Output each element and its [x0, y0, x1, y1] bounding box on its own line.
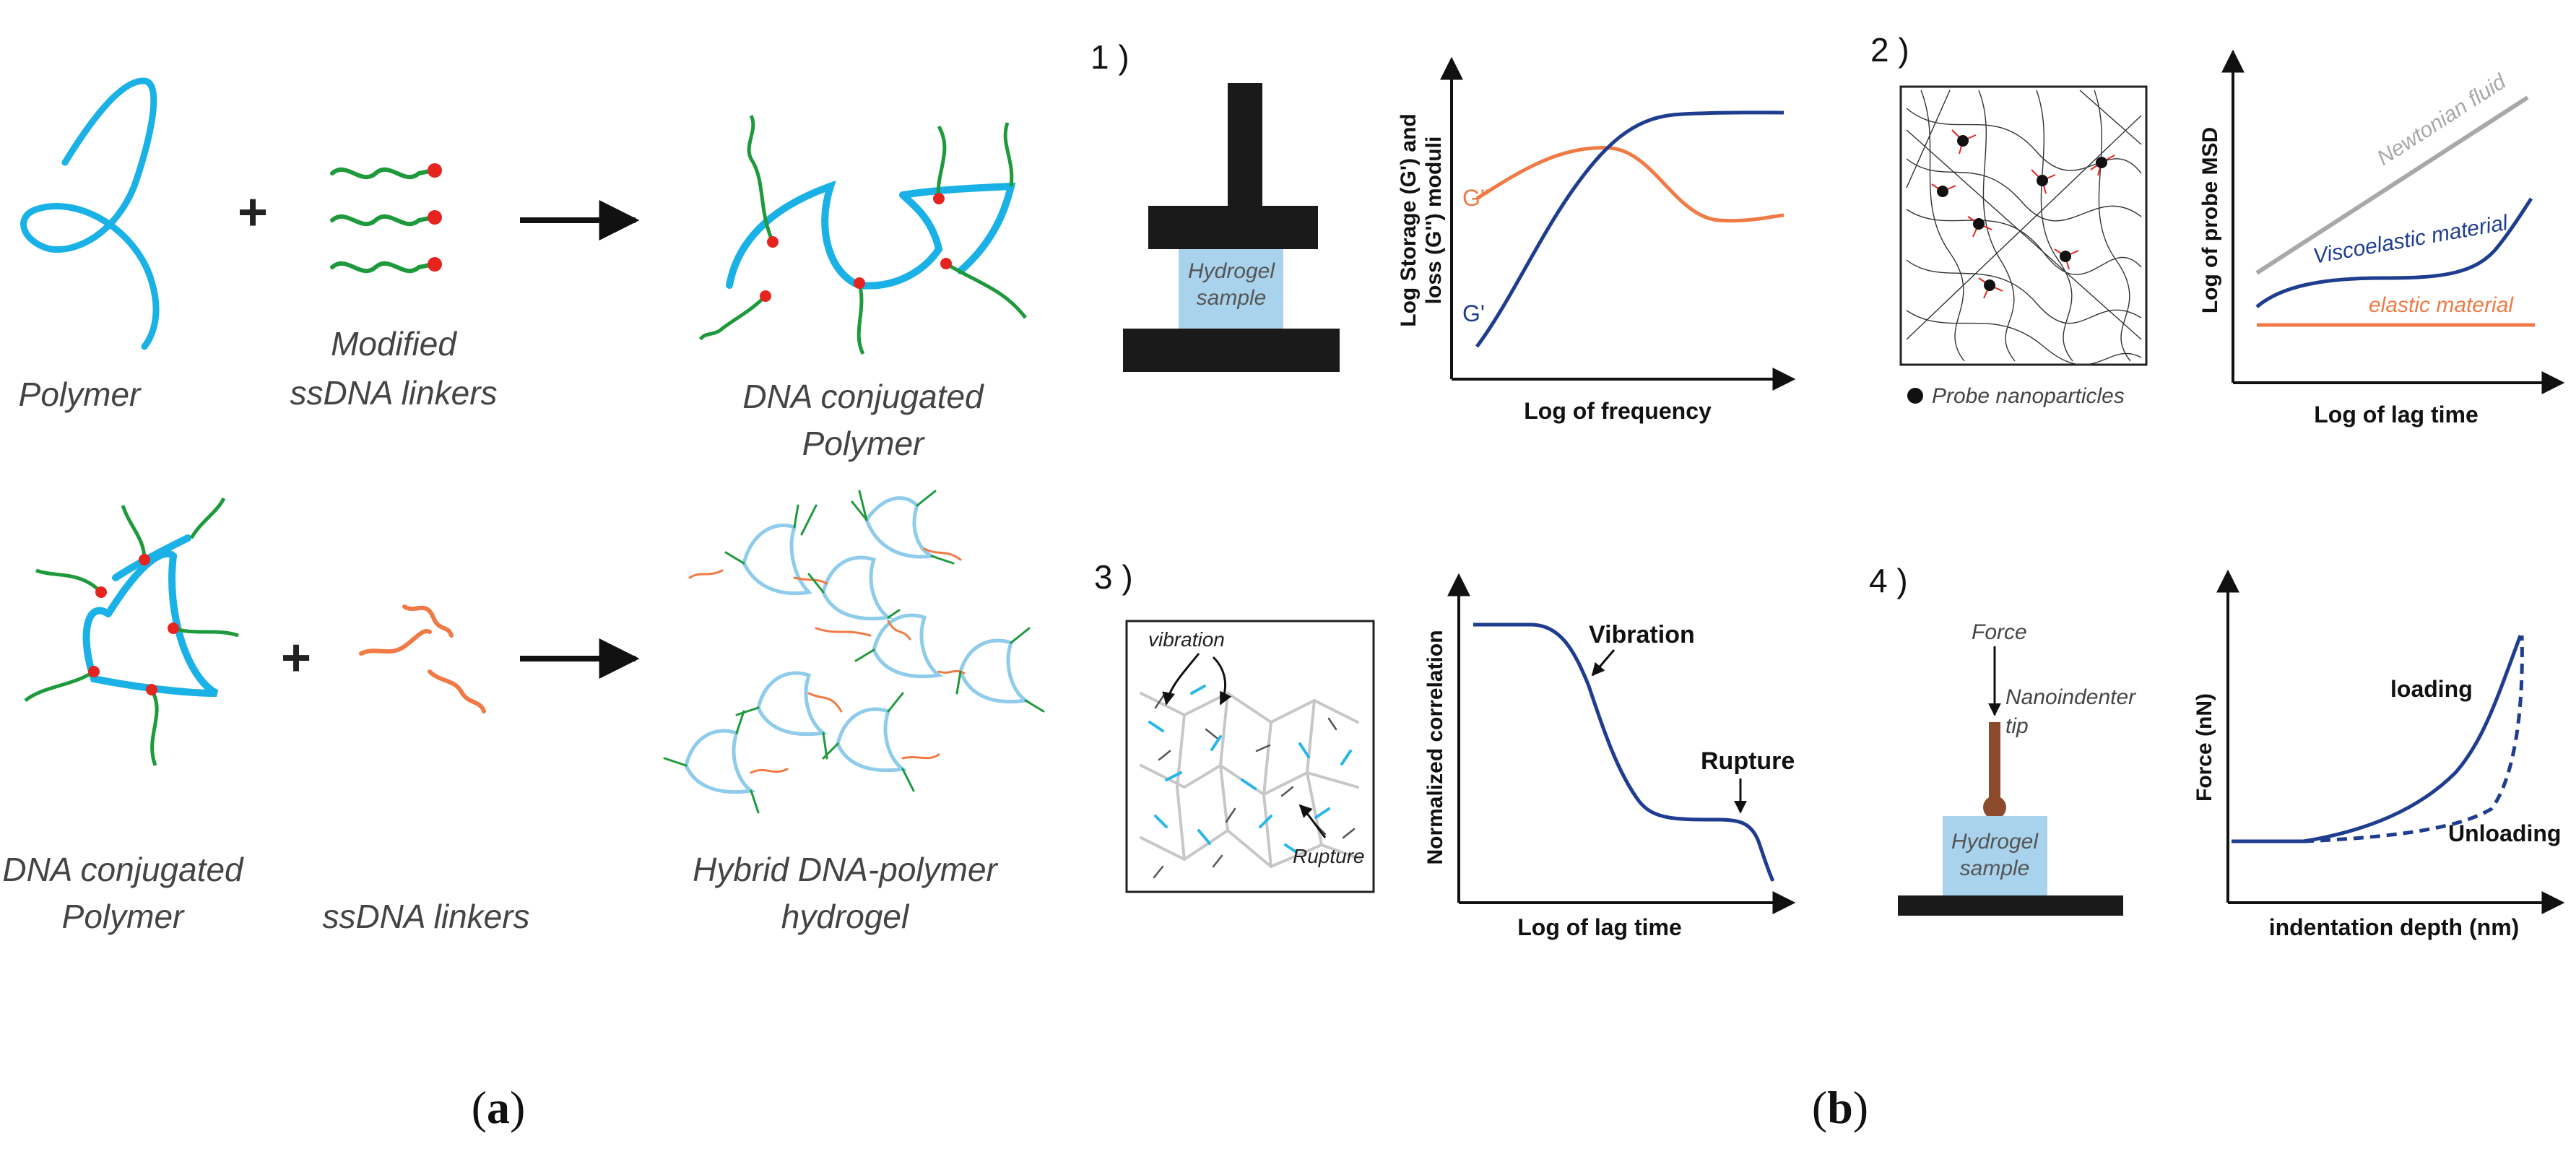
rupture-small-label: Rupture	[1293, 845, 1365, 867]
hybrid-label-line2: hydrogel	[781, 898, 910, 935]
indenter-tip	[1983, 796, 2006, 819]
hybrid-label-line1: Hybrid DNA-polymer	[693, 851, 998, 888]
dna-conjugated-polymer-bottom	[24, 497, 239, 766]
tip-label-line1: Nanoindenter	[2005, 685, 2136, 709]
vibration-arrow	[1591, 649, 1616, 677]
modified-linkers-line1: Modified	[331, 325, 457, 363]
dls-network	[1140, 685, 1363, 879]
panel-a: Polymer + Modified ssDNA linkers	[2, 77, 1045, 1133]
polymer-label: Polymer	[19, 376, 142, 413]
indentation-sample-line2: sample	[1960, 856, 2030, 880]
indentation-sample-box	[1943, 816, 2047, 895]
polymer-mesh	[1906, 90, 2142, 365]
dna-conjugated-polymer-top	[698, 114, 1027, 355]
b3-xlabel: Log of lag time	[1517, 914, 1682, 940]
modified-linkers-line2: ssDNA linkers	[290, 374, 497, 412]
elastic-label: elastic material	[2369, 293, 2514, 317]
probe-particles	[1931, 129, 2115, 299]
b1-ylabel-line2: loss (G'') moduli	[1422, 136, 1446, 305]
loading-curve	[2232, 635, 2523, 843]
b2-ylabel: Log of probe MSD	[2198, 127, 2222, 313]
b4-xlabel: indentation depth (nm)	[2269, 914, 2520, 940]
dna-conjugated-bottom-line2: Polymer	[62, 898, 185, 935]
vibration-arrow-a	[1162, 653, 1200, 706]
loss-modulus-curve	[1475, 146, 1784, 223]
rheometer-lower-plate	[1123, 329, 1340, 372]
loading-label: loading	[2390, 676, 2473, 702]
tip-label-line2: tip	[2005, 714, 2029, 738]
storage-modulus-curve	[1475, 110, 1784, 348]
correlation-curve	[1473, 622, 1775, 882]
newtonian-line	[2255, 95, 2529, 275]
dna-conjugated-bottom-line1: DNA conjugated	[2, 851, 244, 888]
b1-xlabel: Log of frequency	[1524, 398, 1712, 424]
indentation-sample-line1: Hydrogel	[1951, 830, 2039, 854]
panel-b3-dls: 3 ) vibration Rupture No	[1094, 558, 1796, 940]
panel-b-caption: (b)	[1812, 1082, 1868, 1133]
panel-b3-number: 3 )	[1094, 558, 1133, 596]
probe-legend-dot	[1907, 388, 1923, 404]
plus-sign-bottom: +	[281, 629, 311, 687]
rupture-label: Rupture	[1701, 747, 1795, 775]
b1-ylabel-line1: Log Storage (G') and	[1397, 113, 1421, 326]
probe-legend-label: Probe nanoparticles	[1932, 384, 2125, 408]
b4-ylabel: Force (nN)	[2193, 693, 2216, 802]
panel-b-letter: b	[1827, 1082, 1853, 1133]
panel-a-letter: a	[487, 1082, 510, 1133]
probe-network-box	[1899, 85, 2148, 366]
dna-conjugated-top-line2: Polymer	[802, 425, 925, 462]
force-label: Force	[1972, 620, 2027, 644]
panel-b4-nanoindentation: 4 ) Force Nanoindenter tip Hydrogel samp…	[1869, 562, 2565, 940]
g-double-prime-label: G''	[1462, 185, 1489, 211]
panel-a-caption: (a)	[472, 1082, 526, 1133]
hydrogel-sample-box	[1179, 249, 1283, 329]
polymer-strand	[20, 77, 160, 350]
rupture-arrow-small	[1298, 804, 1327, 838]
b3-ylabel: Normalized correlation	[1423, 630, 1447, 864]
vibration-label: Vibration	[1589, 621, 1695, 648]
indenter-shaft	[1989, 722, 2000, 805]
ssdna-linkers-label: ssDNA linkers	[322, 898, 529, 935]
hydrogel-sample-line1: Hydrogel	[1188, 259, 1275, 283]
rheometer-shaft	[1228, 83, 1262, 206]
dna-conjugated-top-line1: DNA conjugated	[742, 378, 984, 415]
unloading-curve	[2303, 635, 2524, 843]
unloading-label: Unloading	[2448, 820, 2561, 846]
vibration-arrow-b	[1212, 656, 1232, 706]
rheometer-upper-plate	[1148, 206, 1318, 249]
b2-xlabel: Log of lag time	[2314, 402, 2479, 428]
dls-network-box	[1125, 620, 1375, 893]
panel-b4-number: 4 )	[1869, 562, 1908, 599]
panel-b2-number: 2 )	[1870, 31, 1909, 69]
panel-b1-number: 1 )	[1090, 38, 1129, 76]
hydrogel-sample-line2: sample	[1197, 286, 1267, 310]
panel-b2-microrheology: 2 )	[1870, 31, 2565, 428]
modified-linkers-illustration	[330, 163, 442, 274]
plus-sign-top: +	[238, 183, 268, 241]
panel-b1-rheometer: 1 ) Hydrogel sample Log Storage (G') and…	[1090, 38, 1796, 424]
viscoelastic-curve	[2255, 197, 2533, 308]
vibration-small-label: vibration	[1148, 628, 1225, 651]
indentation-stage	[1898, 895, 2123, 916]
hybrid-hydrogel-network	[663, 490, 1045, 814]
g-prime-label: G'	[1462, 300, 1485, 326]
ssdna-linkers-illustration	[359, 604, 486, 713]
